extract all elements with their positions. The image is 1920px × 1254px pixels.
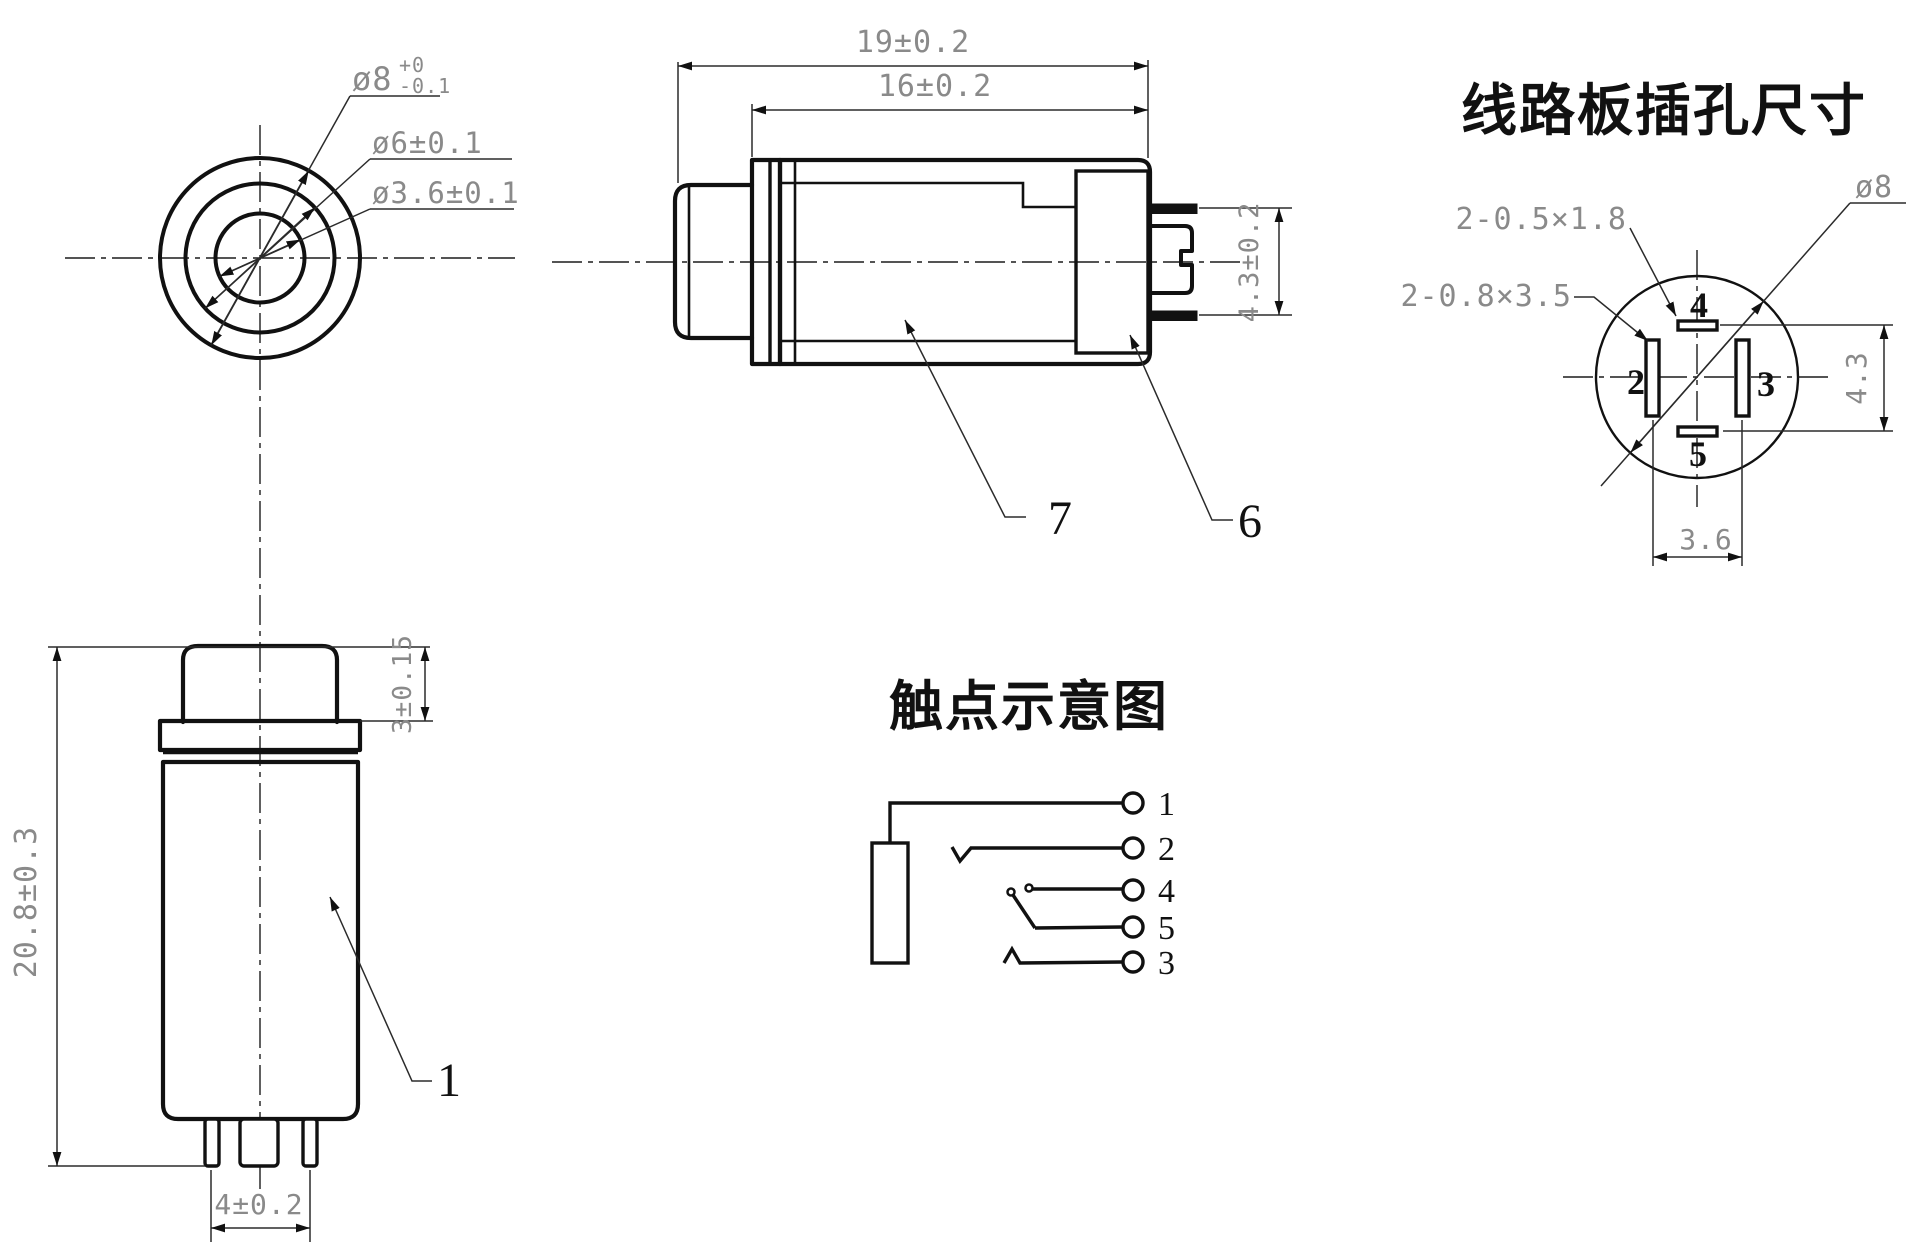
dia8-arrow-near	[259, 170, 310, 259]
part-label-6: 6	[1238, 495, 1262, 548]
pin-span-dimension: 4.3±0.2	[1234, 202, 1265, 323]
terminal-3-circle	[1121, 950, 1145, 974]
dia6-arrow-near	[259, 207, 316, 259]
terminal-1-label: 1	[1158, 786, 1175, 823]
terminal-3-label: 3	[1158, 945, 1175, 982]
contact-wire-2	[950, 846, 1122, 864]
side-middle-pin-bracket	[1150, 224, 1194, 295]
terminal-5-label: 5	[1158, 910, 1175, 947]
knob-height-dimension: 3±0.15	[388, 634, 418, 734]
bottom-flange	[157, 718, 363, 753]
dia6-dimension: ø6±0.1	[372, 126, 483, 160]
pcb-view: 线路板插孔尺寸 4 2 3 5 ø8 2-0.5×1.8 2-0.8×3.5 4…	[1400, 79, 1906, 566]
pcb-pin3-label: 3	[1757, 364, 1775, 404]
pcb-small-slot-leader	[1629, 227, 1677, 317]
body-length-dimension: 16±0.2	[878, 69, 992, 104]
pcb-slot-pin5	[1676, 425, 1719, 438]
contact-view: 触点示意图 1 2 4 5 3	[870, 677, 1175, 982]
dia8-arrow-far	[210, 257, 261, 346]
outer-circle	[158, 156, 362, 360]
pcb-large-slot-leader	[1574, 296, 1649, 342]
pcb-slot-pin2	[1644, 338, 1661, 418]
switch-pivot-dot-left	[1006, 887, 1016, 897]
terminal-2-label: 2	[1158, 831, 1175, 868]
dia8-dimension: ø8	[352, 60, 393, 98]
contact-view-title: 触点示意图	[889, 677, 1169, 737]
terminal-1-circle	[1121, 791, 1145, 815]
label1-leader	[329, 896, 432, 1082]
terminal-5-circle	[1121, 915, 1145, 939]
front-view: ø8 +0 -0.1 ø6±0.1 ø3.6±0.1	[158, 53, 520, 360]
pcb-large-slot-note: 2-0.8×3.5	[1400, 279, 1572, 314]
middle-circle	[183, 181, 337, 335]
dia36-dimension: ø3.6±0.1	[372, 176, 520, 210]
bottom-body-outline	[160, 759, 361, 1122]
dia36-arrow-far	[219, 257, 261, 278]
side-nose-outline	[672, 182, 755, 341]
pcb-slot-pin4	[1676, 319, 1719, 332]
dia8-tolerance-lower: -0.1	[399, 74, 451, 98]
switch-pivot-dot-right	[1024, 883, 1034, 893]
dia36-arrow-near	[259, 238, 301, 259]
part-label-7: 7	[1048, 492, 1072, 545]
contact-wire-1	[888, 801, 1122, 843]
bottom-right-pin	[301, 1117, 319, 1168]
pcb-small-slot-note: 2-0.5×1.8	[1455, 202, 1627, 237]
terminal-4-circle	[1121, 878, 1145, 902]
pcb-dia8-arrow-upper	[1696, 300, 1765, 378]
pcb-horizontal-pitch-dimension: 3.6	[1679, 523, 1733, 556]
pcb-board-dia-dimension: ø8	[1855, 170, 1893, 205]
dia6-arrow-far	[204, 257, 261, 309]
side-top-pin	[1149, 203, 1198, 214]
terminal-2-circle	[1121, 836, 1145, 860]
pcb-dia8-arrow-lower	[1629, 376, 1698, 454]
bottom-center-pin	[238, 1117, 280, 1168]
pcb-pin5-label: 5	[1689, 434, 1707, 474]
side-body-outline	[777, 157, 1153, 367]
side-inner-top-line	[780, 181, 1076, 209]
dia8-tolerance-upper: +0	[399, 53, 425, 77]
part-label-1: 1	[437, 1054, 461, 1107]
pcb-pin4-label: 4	[1690, 285, 1708, 325]
label7-leader	[904, 319, 1026, 518]
side-end-cap	[1074, 169, 1150, 355]
bottom-view: 20.8±0.3 3±0.15 4±0.2 1	[9, 634, 461, 1242]
overall-length-dimension: 19±0.2	[856, 25, 970, 60]
side-bottom-pin	[1149, 310, 1198, 321]
centerlines	[65, 125, 1245, 1195]
pcb-slot-pin3	[1734, 338, 1751, 418]
contact-wire-5	[1034, 925, 1123, 930]
bottom-left-pin	[203, 1117, 221, 1168]
pcb-pin2-label: 2	[1627, 362, 1645, 402]
overall-height-dimension: 20.8±0.3	[9, 826, 44, 979]
pcb-view-title: 线路板插孔尺寸	[1461, 79, 1867, 142]
contact-tip-box	[870, 841, 910, 965]
pin-pitch-dimension: 4±0.2	[214, 1188, 303, 1221]
contact-wire-3	[1002, 945, 1123, 965]
bottom-knob-outline	[180, 643, 340, 725]
side-view: 19±0.2 16±0.2 4.3±0.2 7 6	[672, 25, 1292, 548]
switch-arm	[1011, 894, 1037, 929]
inner-circle	[213, 211, 307, 305]
terminal-4-label: 4	[1158, 873, 1175, 910]
label6-leader	[1129, 334, 1233, 521]
pcb-vertical-pitch-dimension: 4.3	[1840, 351, 1873, 405]
